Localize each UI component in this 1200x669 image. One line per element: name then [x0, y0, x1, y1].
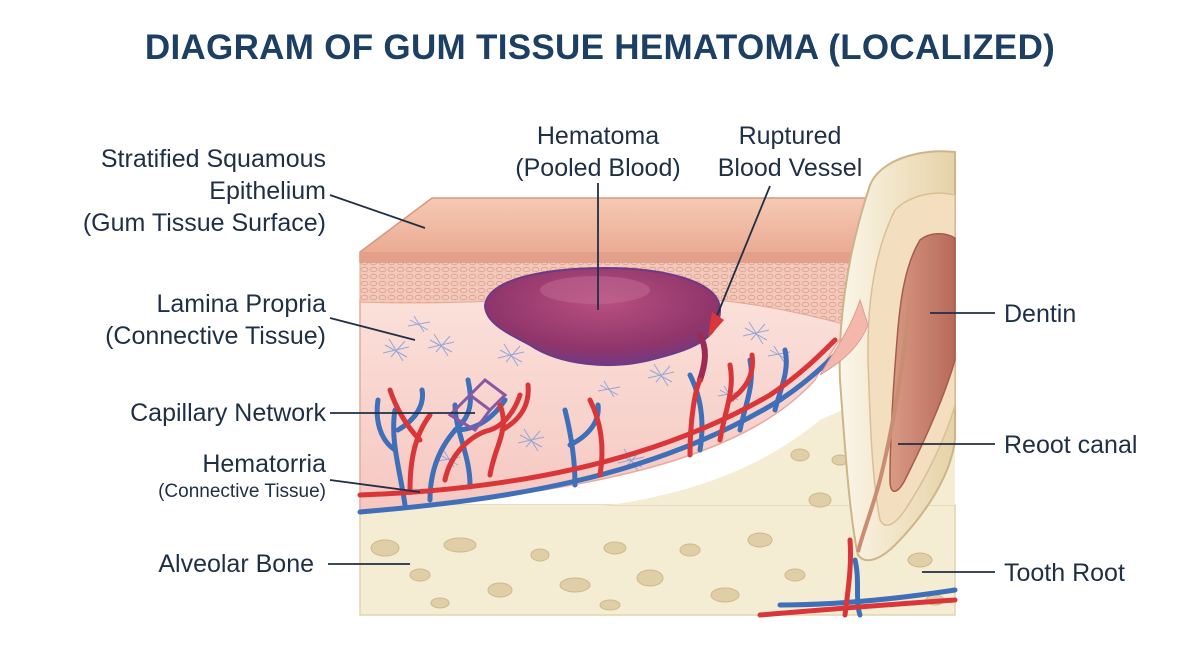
- label-hematorria: Hematorria (Connective Tissue): [158, 450, 326, 502]
- leader-ruptured: [715, 185, 771, 319]
- page-title: DIAGRAM OF GUM TISSUE HEMATOMA (LOCALIZE…: [144, 28, 1056, 67]
- leader-epithelium: [329, 194, 426, 229]
- label-ruptured-vessel: Ruptured Blood Vessel: [717, 122, 863, 182]
- leader-hematorria: [329, 479, 421, 493]
- tooth: [819, 150, 956, 562]
- label-dentin: Dentin: [1004, 300, 1077, 328]
- ruptured-arrowhead: [708, 312, 724, 338]
- label-root-canal: Reoot canal: [1004, 431, 1138, 459]
- label-stratified-epithelium: Stratified Squamous Epithelium (Gum Tiss…: [82, 145, 326, 237]
- leader-lamina: [329, 317, 416, 341]
- root-canal: [856, 299, 912, 553]
- capillary-mesh: [447, 378, 508, 432]
- alveolar-bone: [359, 360, 956, 616]
- label-alveolar-bone: Alveolar Bone: [158, 550, 314, 578]
- label-hematoma: Hematoma (Pooled Blood): [515, 122, 681, 182]
- leader-lines: [328, 183, 995, 573]
- label-lamina-propria: Lamina Propria (Connective Tissue): [105, 290, 326, 350]
- pulp: [889, 233, 956, 492]
- label-capillary-network: Capillary Network: [130, 399, 326, 427]
- label-tooth-root: Tooth Root: [1004, 559, 1125, 587]
- arteries: [357, 337, 958, 618]
